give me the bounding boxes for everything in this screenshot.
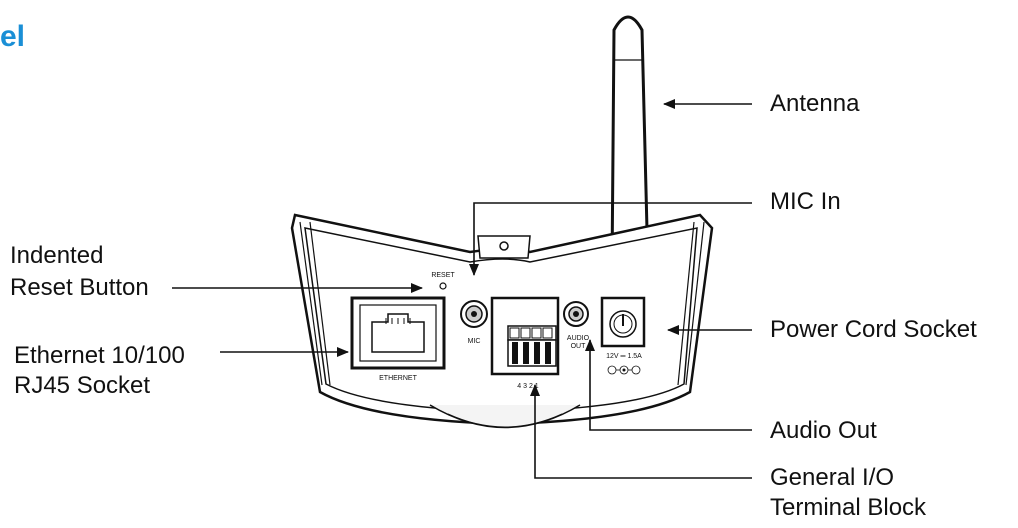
label-io-line1: General I/O bbox=[770, 464, 895, 491]
label-antenna: Antenna bbox=[770, 90, 860, 117]
ethernet-socket bbox=[350, 296, 446, 370]
audio-out-jack bbox=[563, 301, 589, 327]
audio-out-leader bbox=[585, 339, 752, 431]
label-ethernet-line1: Ethernet 10/100 bbox=[14, 342, 185, 369]
label-ethernet-line2: RJ45 Socket bbox=[14, 372, 151, 399]
terminal-block bbox=[490, 296, 560, 376]
terminal-leader bbox=[530, 384, 752, 479]
audio-out-marking-2: OUT bbox=[571, 343, 587, 350]
mic-in-leader bbox=[469, 202, 752, 276]
power-socket bbox=[600, 296, 646, 348]
reset-marking: RESET bbox=[431, 272, 455, 279]
label-audio-out: Audio Out bbox=[770, 417, 877, 444]
label-reset-line2: Reset Button bbox=[10, 274, 149, 301]
label-power: Power Cord Socket bbox=[770, 316, 977, 343]
terminal-pins-marking: 4 3 2 1 bbox=[517, 383, 539, 390]
label-io-line2: Terminal Block bbox=[770, 494, 927, 521]
audio-out-marking: AUDIO bbox=[567, 335, 590, 342]
polarity-icon bbox=[607, 365, 641, 375]
panel-title-fragment: el bbox=[0, 20, 26, 53]
label-reset-line1: Indented bbox=[10, 242, 104, 269]
mic-jack bbox=[460, 300, 488, 328]
power-rating-marking: 12V ═ 1.5A bbox=[606, 353, 642, 360]
reset-button bbox=[439, 282, 447, 290]
label-mic-in: MIC In bbox=[770, 188, 841, 215]
mic-marking: MIC bbox=[468, 338, 481, 345]
ethernet-marking: ETHERNET bbox=[379, 375, 417, 382]
